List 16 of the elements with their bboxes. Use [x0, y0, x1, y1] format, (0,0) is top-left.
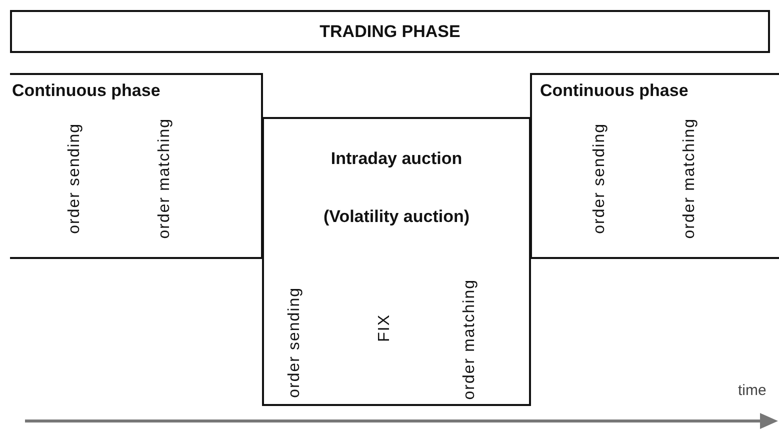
step-label: order matching	[680, 118, 699, 239]
step-label: order sending	[590, 123, 609, 234]
step-label: FIX	[375, 314, 394, 342]
phase-heading: (Volatility auction)	[322, 207, 471, 227]
axis-label: time	[738, 382, 766, 399]
step-label: order matching	[155, 118, 174, 239]
phase-heading: Continuous phase	[12, 81, 160, 101]
phase-box	[530, 73, 779, 259]
step-label: order matching	[460, 279, 479, 400]
phase-heading: Intraday auction	[330, 149, 464, 169]
step-label: order sending	[285, 287, 304, 398]
phase-heading: Continuous phase	[540, 81, 688, 101]
title-text: TRADING PHASE	[318, 22, 462, 42]
phase-box	[262, 117, 531, 406]
step-label: order sending	[65, 123, 84, 234]
header-box	[10, 10, 770, 53]
